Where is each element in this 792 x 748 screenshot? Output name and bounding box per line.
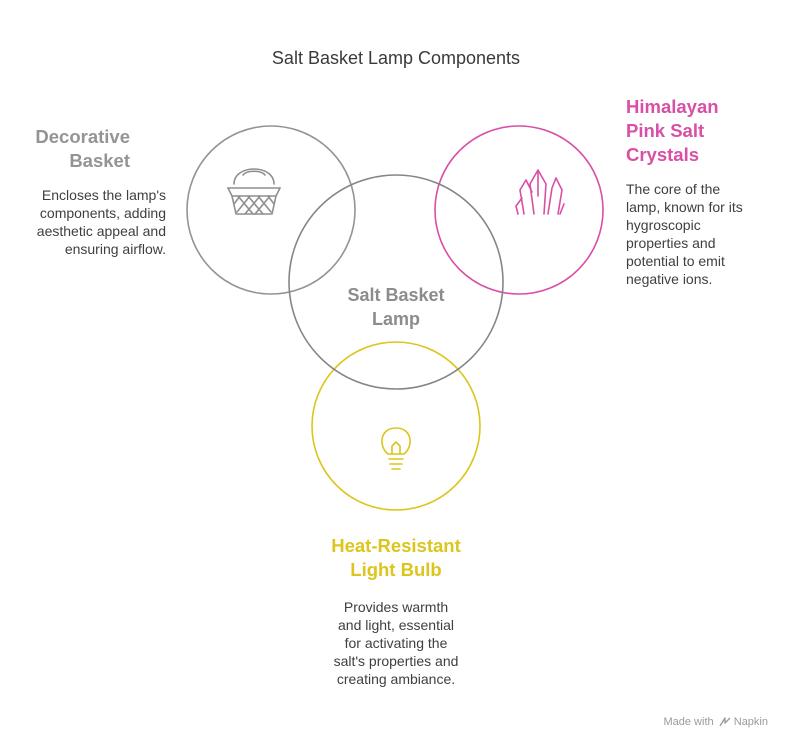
salt-desc-line: negative ions. (626, 271, 713, 287)
salt-desc-line: The core of the (626, 181, 721, 197)
bulb-desc-line: for activating the (344, 635, 448, 651)
watermark[interactable]: Made with Napkin (663, 716, 768, 728)
center-label: Salt Basket Lamp (316, 283, 476, 331)
salt-circle (434, 125, 604, 295)
center-circle (288, 174, 504, 390)
salt-heading-line1: Himalayan (626, 96, 719, 117)
salt-description: The core of the lamp, known for its hygr… (626, 180, 776, 288)
salt-desc-line: potential to emit (626, 253, 725, 269)
salt-desc-line: hygroscopic (626, 217, 701, 233)
center-label-line1: Salt Basket (347, 285, 445, 305)
watermark-brand: Napkin (733, 716, 768, 728)
bulb-desc-line: salt's properties and (333, 653, 459, 669)
bulb-circle (311, 341, 481, 511)
bulb-heading-line2: Light Bulb (350, 559, 442, 580)
salt-heading: Himalayan Pink Salt Crystals (626, 95, 766, 167)
center-label-line2: Lamp (371, 309, 420, 329)
bulb-description: Provides warmth and light, essential for… (306, 598, 486, 688)
basket-desc-line: aesthetic appeal and (36, 223, 166, 239)
salt-desc-line: properties and (626, 235, 716, 251)
bulb-desc-line: creating ambiance. (336, 671, 456, 687)
basket-heading: Decorative Basket (20, 125, 130, 173)
basket-desc-line: components, adding (39, 205, 166, 221)
crystals-icon (515, 169, 565, 215)
salt-heading-line3: Crystals (626, 144, 700, 165)
bulb-desc-line: Provides warmth (343, 599, 449, 615)
basket-circle (186, 125, 356, 295)
basket-icon (227, 168, 281, 215)
light-bulb-icon (381, 427, 411, 470)
diagram-title: Salt Basket Lamp Components (271, 48, 521, 68)
bulb-desc-line: and light, essential (338, 617, 454, 633)
salt-heading-line2: Pink Salt (626, 120, 705, 141)
bulb-heading: Heat-Resistant Light Bulb (296, 534, 496, 582)
watermark-prefix: Made with (663, 716, 714, 728)
bulb-heading-line1: Heat-Resistant (331, 535, 461, 556)
basket-description: Encloses the lamp's components, adding a… (14, 186, 166, 258)
basket-desc-line: ensuring airflow. (64, 241, 166, 257)
salt-desc-line: lamp, known for its (626, 199, 743, 215)
basket-desc-line: Encloses the lamp's (41, 187, 166, 203)
napkin-logo-icon (719, 717, 731, 727)
basket-heading-line1: Decorative (35, 126, 130, 147)
basket-heading-line2: Basket (69, 150, 130, 171)
